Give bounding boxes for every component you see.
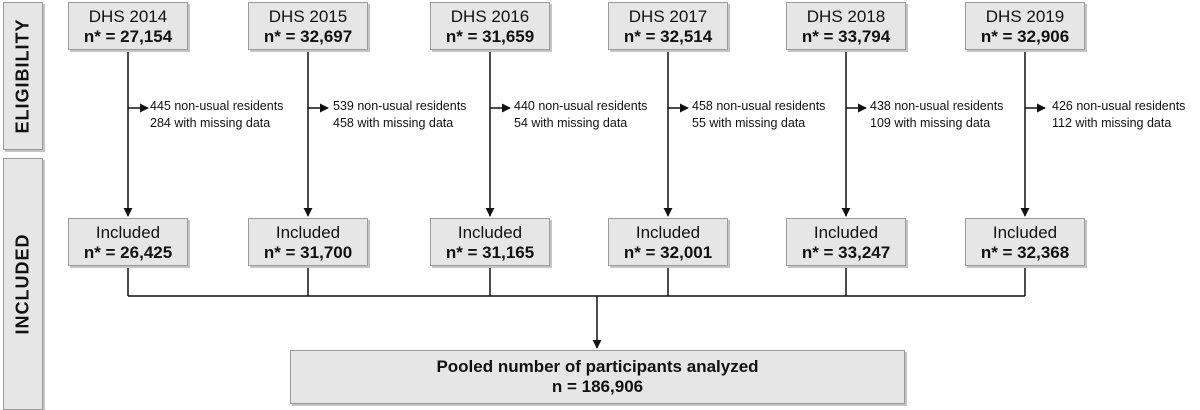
survey-name: DHS 2016 [450, 7, 530, 26]
included-label: Included [457, 223, 523, 242]
exclusion-non-usual-residents: 445 non-usual residents [150, 99, 284, 113]
exclusion-missing-data: 284 with missing data [150, 116, 271, 130]
exclusion-note-2015: 539 non-usual residents 458 with missing… [333, 98, 466, 132]
exclusion-missing-data: 458 with missing data [333, 116, 454, 130]
eligibility-box-2014: DHS 2014 n* = 27,154 [68, 2, 188, 50]
exclusion-note-2016: 440 non-usual residents 54 with missing … [514, 98, 647, 132]
eligible-count: n* = 32,906 [980, 27, 1070, 46]
exclusion-note-2019: 426 non-usual residents 112 with missing… [1052, 98, 1185, 132]
eligibility-box-2016: DHS 2016 n* = 31,659 [430, 2, 550, 50]
included-count: n* = 31,165 [445, 243, 535, 262]
included-box-2014: Included n* = 26,425 [68, 218, 188, 266]
exclusion-missing-data: 55 with missing data [692, 116, 806, 130]
included-label: Included [635, 223, 701, 242]
included-label: Included [813, 223, 879, 242]
included-label: Included [992, 223, 1058, 242]
exclusion-note-2017: 458 non-usual residents 55 with missing … [692, 98, 825, 132]
eligibility-box-2019: DHS 2019 n* = 32,906 [965, 2, 1085, 50]
survey-name: DHS 2019 [985, 7, 1065, 26]
eligibility-side-label: ELIGIBILITY [3, 2, 43, 150]
exclusion-note-2014: 445 non-usual residents 284 with missing… [150, 98, 283, 132]
included-count: n* = 31,700 [263, 243, 353, 262]
included-count: n* = 32,001 [623, 243, 713, 262]
eligible-count: n* = 33,794 [801, 27, 891, 46]
included-count: n* = 32,368 [980, 243, 1070, 262]
included-label: Included [275, 223, 341, 242]
exclusion-non-usual-residents: 458 non-usual residents [692, 99, 826, 113]
exclusion-non-usual-residents: 426 non-usual residents [1052, 99, 1186, 113]
pooled-count: n = 186,906 [551, 377, 644, 396]
included-box-2016: Included n* = 31,165 [430, 218, 550, 266]
included-label: Included [95, 223, 161, 242]
eligible-count: n* = 32,697 [263, 27, 353, 46]
included-box-2017: Included n* = 32,001 [608, 218, 728, 266]
exclusion-note-2018: 438 non-usual residents 109 with missing… [870, 98, 1003, 132]
eligibility-box-2018: DHS 2018 n* = 33,794 [786, 2, 906, 50]
survey-name: DHS 2014 [88, 7, 168, 26]
eligible-count: n* = 27,154 [83, 27, 173, 46]
survey-name: DHS 2015 [268, 7, 348, 26]
exclusion-missing-data: 112 with missing data [1052, 116, 1172, 130]
exclusion-missing-data: 109 with missing data [870, 116, 991, 130]
exclusion-non-usual-residents: 539 non-usual residents [333, 99, 467, 113]
exclusion-non-usual-residents: 438 non-usual residents [870, 99, 1004, 113]
exclusion-missing-data: 54 with missing data [514, 116, 628, 130]
included-box-2018: Included n* = 33,247 [786, 218, 906, 266]
eligibility-box-2017: DHS 2017 n* = 32,514 [608, 2, 728, 50]
included-count: n* = 26,425 [83, 243, 173, 262]
exclusion-non-usual-residents: 440 non-usual residents [514, 99, 648, 113]
survey-name: DHS 2017 [628, 7, 708, 26]
included-count: n* = 33,247 [801, 243, 891, 262]
eligibility-box-2015: DHS 2015 n* = 32,697 [248, 2, 368, 50]
included-side-label: INCLUDED [3, 158, 43, 410]
eligible-count: n* = 32,514 [623, 27, 713, 46]
included-box-2015: Included n* = 31,700 [248, 218, 368, 266]
included-box-2019: Included n* = 32,368 [965, 218, 1085, 266]
survey-name: DHS 2018 [806, 7, 886, 26]
eligible-count: n* = 31,659 [445, 27, 535, 46]
pooled-participants-box: Pooled number of participants analyzed n… [290, 350, 905, 404]
pooled-title: Pooled number of participants analyzed [436, 357, 759, 376]
